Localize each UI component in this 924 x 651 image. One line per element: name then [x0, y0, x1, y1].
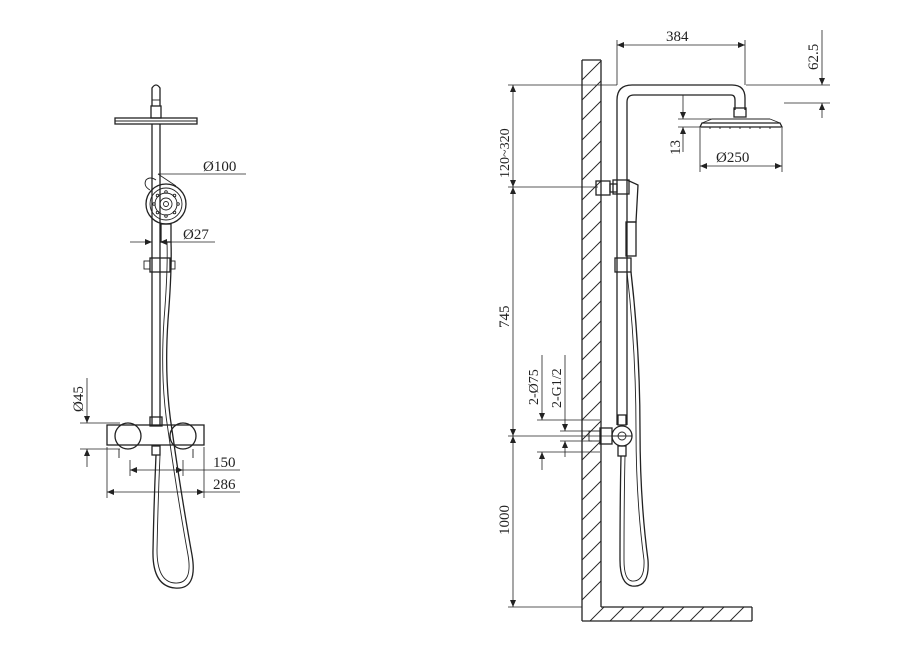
dim-head-drop: 62.5	[746, 30, 830, 118]
dim-floor-height: 1000	[497, 436, 582, 608]
dim-arm-length: 384	[616, 29, 746, 85]
shower-hose	[152, 241, 194, 589]
dim-head-dia: Ø250	[699, 128, 783, 172]
dim-escutcheon: 2-Ø75	[527, 355, 600, 470]
dim-head-drop-label: 62.5	[806, 44, 822, 70]
dim-thread: 2-G1/2	[550, 355, 592, 457]
dim-riser-length: 745	[497, 187, 612, 437]
mixer-valve	[106, 416, 205, 458]
dim-arm-length-label: 384	[666, 29, 689, 45]
hand-shower	[144, 177, 187, 243]
dim-valve-dia-label: Ø45	[71, 386, 87, 412]
dim-head-dia-label: Ø250	[716, 150, 749, 166]
side-hand-shower	[612, 179, 639, 273]
dim-inlet-spacing-label: 150	[213, 455, 236, 471]
dim-head-thickness-label: 13	[668, 140, 684, 155]
dim-hand-shower-dia-label: Ø100	[203, 159, 236, 175]
dim-valve-dia: Ø45	[71, 378, 120, 467]
dim-pipe-dia: Ø27	[130, 227, 215, 245]
front-view: Ø100 Ø27 Ø45 150	[71, 84, 246, 589]
dim-inlet-spacing: 150	[129, 455, 240, 476]
dim-valve-width: 286	[106, 447, 240, 498]
floor-hatching	[589, 606, 745, 622]
riser-pipe	[151, 124, 161, 425]
slide-holder	[143, 257, 176, 273]
dim-riser-length-label: 745	[497, 306, 513, 329]
dim-hand-shower-dia: Ø100	[157, 159, 246, 187]
dim-thread-label: 2-G1/2	[550, 368, 565, 408]
dim-floor-height-label: 1000	[497, 505, 513, 535]
rain-shower-head	[114, 84, 198, 125]
dim-pipe-dia-label: Ø27	[183, 227, 209, 243]
side-riser-and-arm	[616, 84, 784, 425]
floor	[581, 606, 753, 622]
dim-escutcheon-label: 2-Ø75	[527, 369, 542, 405]
dim-adjust-range: 120~320	[498, 84, 617, 188]
wall	[581, 59, 602, 607]
dim-adjust-range-label: 120~320	[498, 128, 513, 178]
wall-hatching	[581, 60, 602, 601]
dim-head-thickness: 13	[668, 95, 712, 155]
side-valve	[588, 414, 633, 457]
dim-valve-width-label: 286	[213, 477, 236, 493]
side-hose	[619, 271, 649, 587]
side-view: 384 62.5 120~320 13	[497, 29, 830, 622]
